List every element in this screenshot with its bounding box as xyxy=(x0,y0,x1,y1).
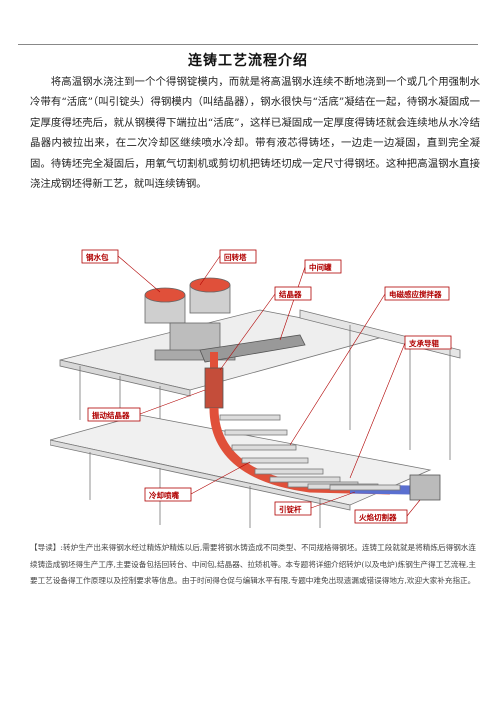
ladle-turret xyxy=(144,277,236,361)
svg-text:振动结晶器: 振动结晶器 xyxy=(92,410,130,420)
label-stirrer: 电磁感应搅拌器 xyxy=(289,286,450,446)
label-ladle: 钢水包 xyxy=(81,249,161,293)
svg-text:火焰切割器: 火焰切割器 xyxy=(359,512,397,522)
label-dummy-bar: 引锭杆 xyxy=(274,491,356,516)
svg-text:回转塔: 回转塔 xyxy=(224,252,247,262)
label-osc-mold: 振动结晶器 xyxy=(87,389,206,422)
svg-text:冷却喷嘴: 冷却喷嘴 xyxy=(149,490,179,500)
guide-note: 【导读】:转炉生产出来得钢水经过精炼炉精炼以后,需要将钢水铸造成不同类型、不同规… xyxy=(30,543,477,585)
svg-text:电磁感应搅拌器: 电磁感应搅拌器 xyxy=(389,289,442,299)
svg-text:结晶器: 结晶器 xyxy=(279,289,302,299)
label-turret: 回转塔 xyxy=(199,249,257,286)
casting-strand xyxy=(204,367,441,501)
svg-text:中间罐: 中间罐 xyxy=(309,262,332,272)
tundish xyxy=(199,334,306,372)
svg-text:支承导辊: 支承导辊 xyxy=(408,338,439,348)
label-mold: 结晶器 xyxy=(219,286,312,371)
label-spray: 冷却喷嘴 xyxy=(144,461,251,502)
continuous-casting-diagram: 钢水包 回转塔 中间罐 结晶器 电磁感应搅拌器 支承导辊 xyxy=(50,249,461,528)
label-tundish: 中间罐 xyxy=(279,259,342,341)
document-title: 连铸工艺流程介绍 xyxy=(188,53,308,69)
intro-paragraph: 将高温钢水浇注到一个个得钢锭模内，而就是将高温钢水连续不断地浇到一个或几个用强制… xyxy=(30,76,480,191)
svg-text:钢水包: 钢水包 xyxy=(86,252,109,262)
callouts: 钢水包 回转塔 中间罐 结晶器 电磁感应搅拌器 支承导辊 xyxy=(81,249,452,524)
label-cutter: 火焰切割器 xyxy=(354,499,421,524)
header-rule xyxy=(18,44,478,45)
label-support: 支承导辊 xyxy=(349,335,452,479)
svg-text:引锭杆: 引锭杆 xyxy=(279,504,302,514)
